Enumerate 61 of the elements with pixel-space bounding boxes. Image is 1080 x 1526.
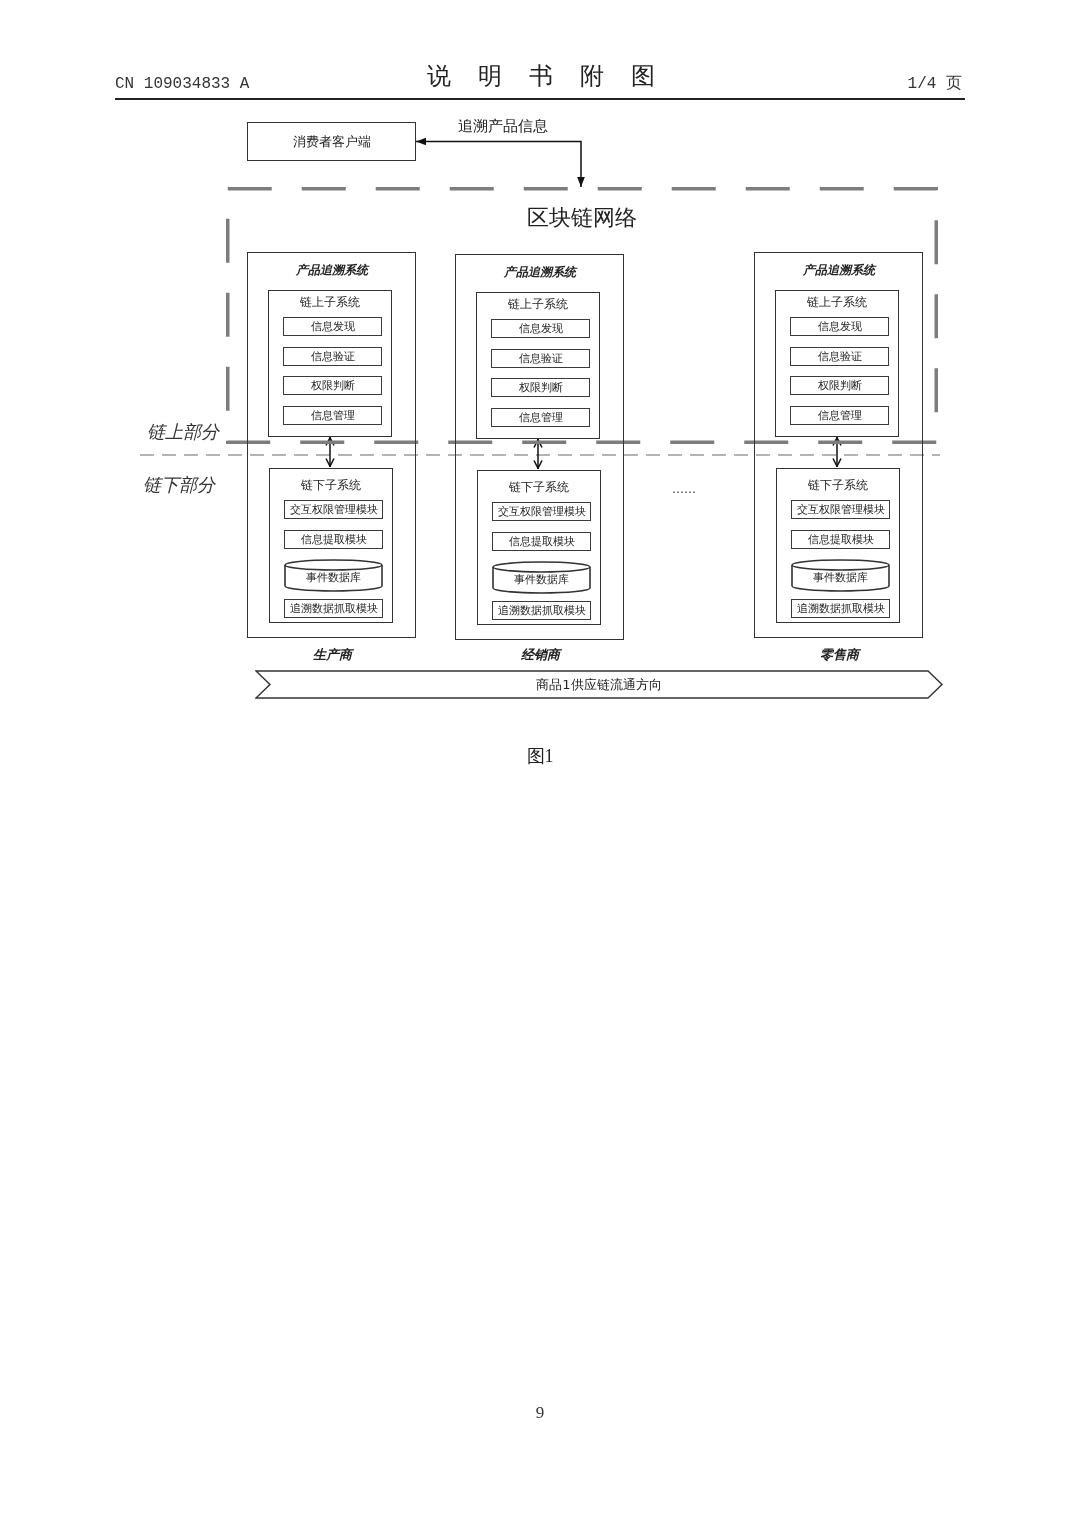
arrow <box>533 438 543 470</box>
module-box: 信息发现 <box>491 319 590 338</box>
module-box: 交互权限管理模块 <box>791 500 890 519</box>
module-box: 追溯数据抓取模块 <box>284 599 383 618</box>
database-cylinder: 事件数据库 <box>284 559 383 592</box>
subsystem-box <box>477 470 601 625</box>
database-cylinder: 事件数据库 <box>492 561 591 594</box>
arrow <box>832 436 842 468</box>
box-title: 链下子系统 <box>509 480 569 495</box>
module-box: 信息提取模块 <box>791 530 890 549</box>
box-title: 链下子系统 <box>808 478 868 493</box>
database-cylinder: 事件数据库 <box>791 559 890 592</box>
module-box: 信息发现 <box>790 317 889 336</box>
box-title: 产品追溯系统 <box>295 262 368 277</box>
module-box: 交互权限管理模块 <box>284 500 383 519</box>
module-box: 信息发现 <box>283 317 382 336</box>
subsystem-box <box>268 290 392 437</box>
module-box: 追溯数据抓取模块 <box>492 601 591 620</box>
box-title: 链下子系统 <box>301 478 361 493</box>
document-number: CN 109034833 A <box>115 75 250 95</box>
module-box: 信息管理 <box>283 406 382 425</box>
arrow <box>325 436 335 468</box>
page-number: 9 <box>535 1402 545 1424</box>
system-box <box>455 254 624 640</box>
module-box: 信息管理 <box>491 408 590 427</box>
module-box: 权限判断 <box>283 376 382 395</box>
flow-arrow-band: 商品1供应链流通方向 <box>255 670 943 699</box>
edge-label: 追溯产品信息 <box>456 117 550 135</box>
subsystem-box <box>776 468 900 623</box>
system-box <box>754 252 923 638</box>
module-box: 权限判断 <box>790 376 889 395</box>
subsystem-box <box>775 290 899 437</box>
module-box: 信息提取模块 <box>284 530 383 549</box>
module-box: 交互权限管理模块 <box>492 502 591 521</box>
arrow <box>415 137 585 188</box>
box-title: 链上子系统 <box>807 295 867 310</box>
module-box: 信息提取模块 <box>492 532 591 551</box>
module-box: 信息验证 <box>491 349 590 368</box>
column-label: 生产商 <box>312 647 352 663</box>
page-title: 说明书附图 <box>427 62 655 91</box>
box-title: 链上子系统 <box>300 295 360 310</box>
ellipsis-text: …… <box>672 481 696 497</box>
module-box: 追溯数据抓取模块 <box>791 599 890 618</box>
network-frame <box>226 187 938 444</box>
column-label: 零售商 <box>819 647 859 663</box>
column-label: 经销商 <box>520 647 560 663</box>
module-box: 权限判断 <box>491 378 590 397</box>
subsystem-box <box>269 468 393 623</box>
frame-title: 区块链网络 <box>527 204 637 232</box>
box-title: 链上子系统 <box>508 297 568 312</box>
client-box: 消费者客户端 <box>247 122 416 161</box>
zone-label: 链下部分 <box>143 474 215 496</box>
box-title: 产品追溯系统 <box>802 262 875 277</box>
module-box: 信息验证 <box>790 347 889 366</box>
figure-caption: 图1 <box>526 746 554 768</box>
system-box <box>247 252 416 638</box>
box-title: 产品追溯系统 <box>503 264 576 279</box>
subsystem-box <box>476 292 600 439</box>
module-box: 信息管理 <box>790 406 889 425</box>
page-count: 1/4 页 <box>907 75 962 95</box>
module-box: 信息验证 <box>283 347 382 366</box>
